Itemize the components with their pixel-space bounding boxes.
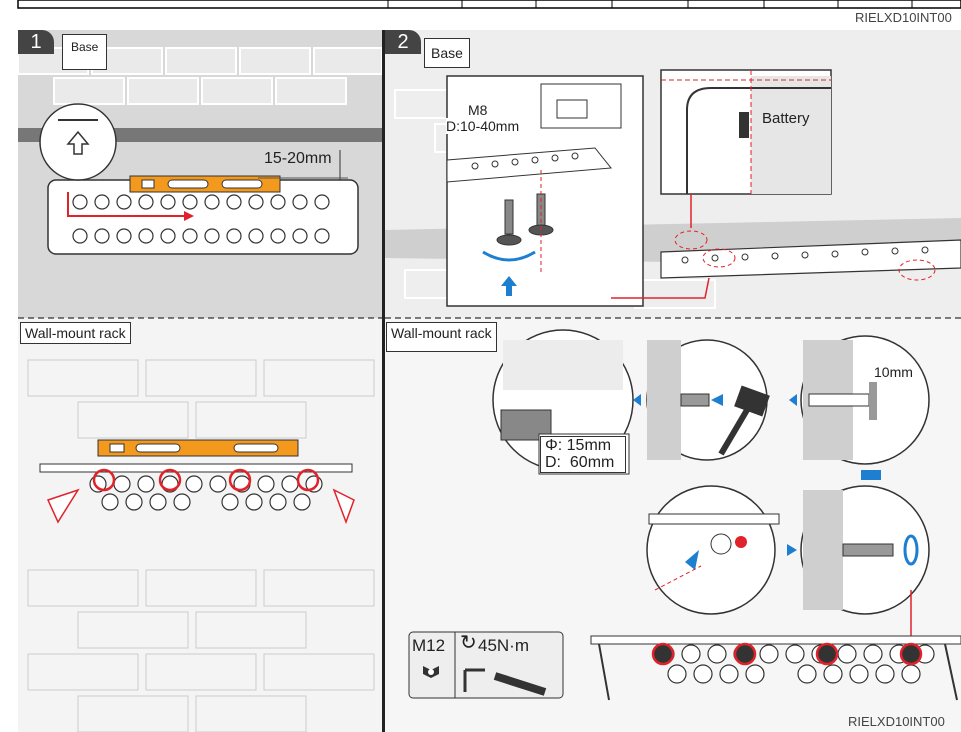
step-1-base-label: Base	[62, 34, 108, 70]
drill-diameter-label: Φ: 15mm	[540, 436, 626, 455]
gap-measure-label: 10mm	[874, 364, 913, 380]
step-1-badge: 1	[18, 30, 54, 54]
battery-label: Battery	[762, 110, 810, 127]
panel-2-illustration	[385, 30, 961, 732]
panel-divider	[382, 30, 385, 732]
step-2-base-label: Base	[424, 38, 470, 68]
step-2-badge: 2	[385, 30, 421, 54]
step-1-measure-label: 15-20mm	[264, 150, 332, 168]
bolt-size-label: M8	[468, 102, 488, 118]
step-2-rack-label: Wall-mount rack	[386, 322, 497, 352]
torque-value-label: 45N·m	[478, 636, 530, 655]
rotate-clockwise-icon: ↻	[460, 632, 477, 654]
torque-bolt-label: M12	[412, 636, 446, 655]
reference-code-bottom: RIELXD10INT00	[848, 714, 945, 729]
bolt-range-label: D:10-40mm	[446, 118, 520, 134]
panel-1-illustration	[18, 30, 382, 732]
reference-code-top: RIELXD10INT00	[855, 10, 952, 25]
step-1-rack-label: Wall-mount rack	[20, 322, 131, 344]
top-table-strip	[17, 0, 961, 9]
drill-depth-label: D: 60mm	[540, 454, 626, 473]
